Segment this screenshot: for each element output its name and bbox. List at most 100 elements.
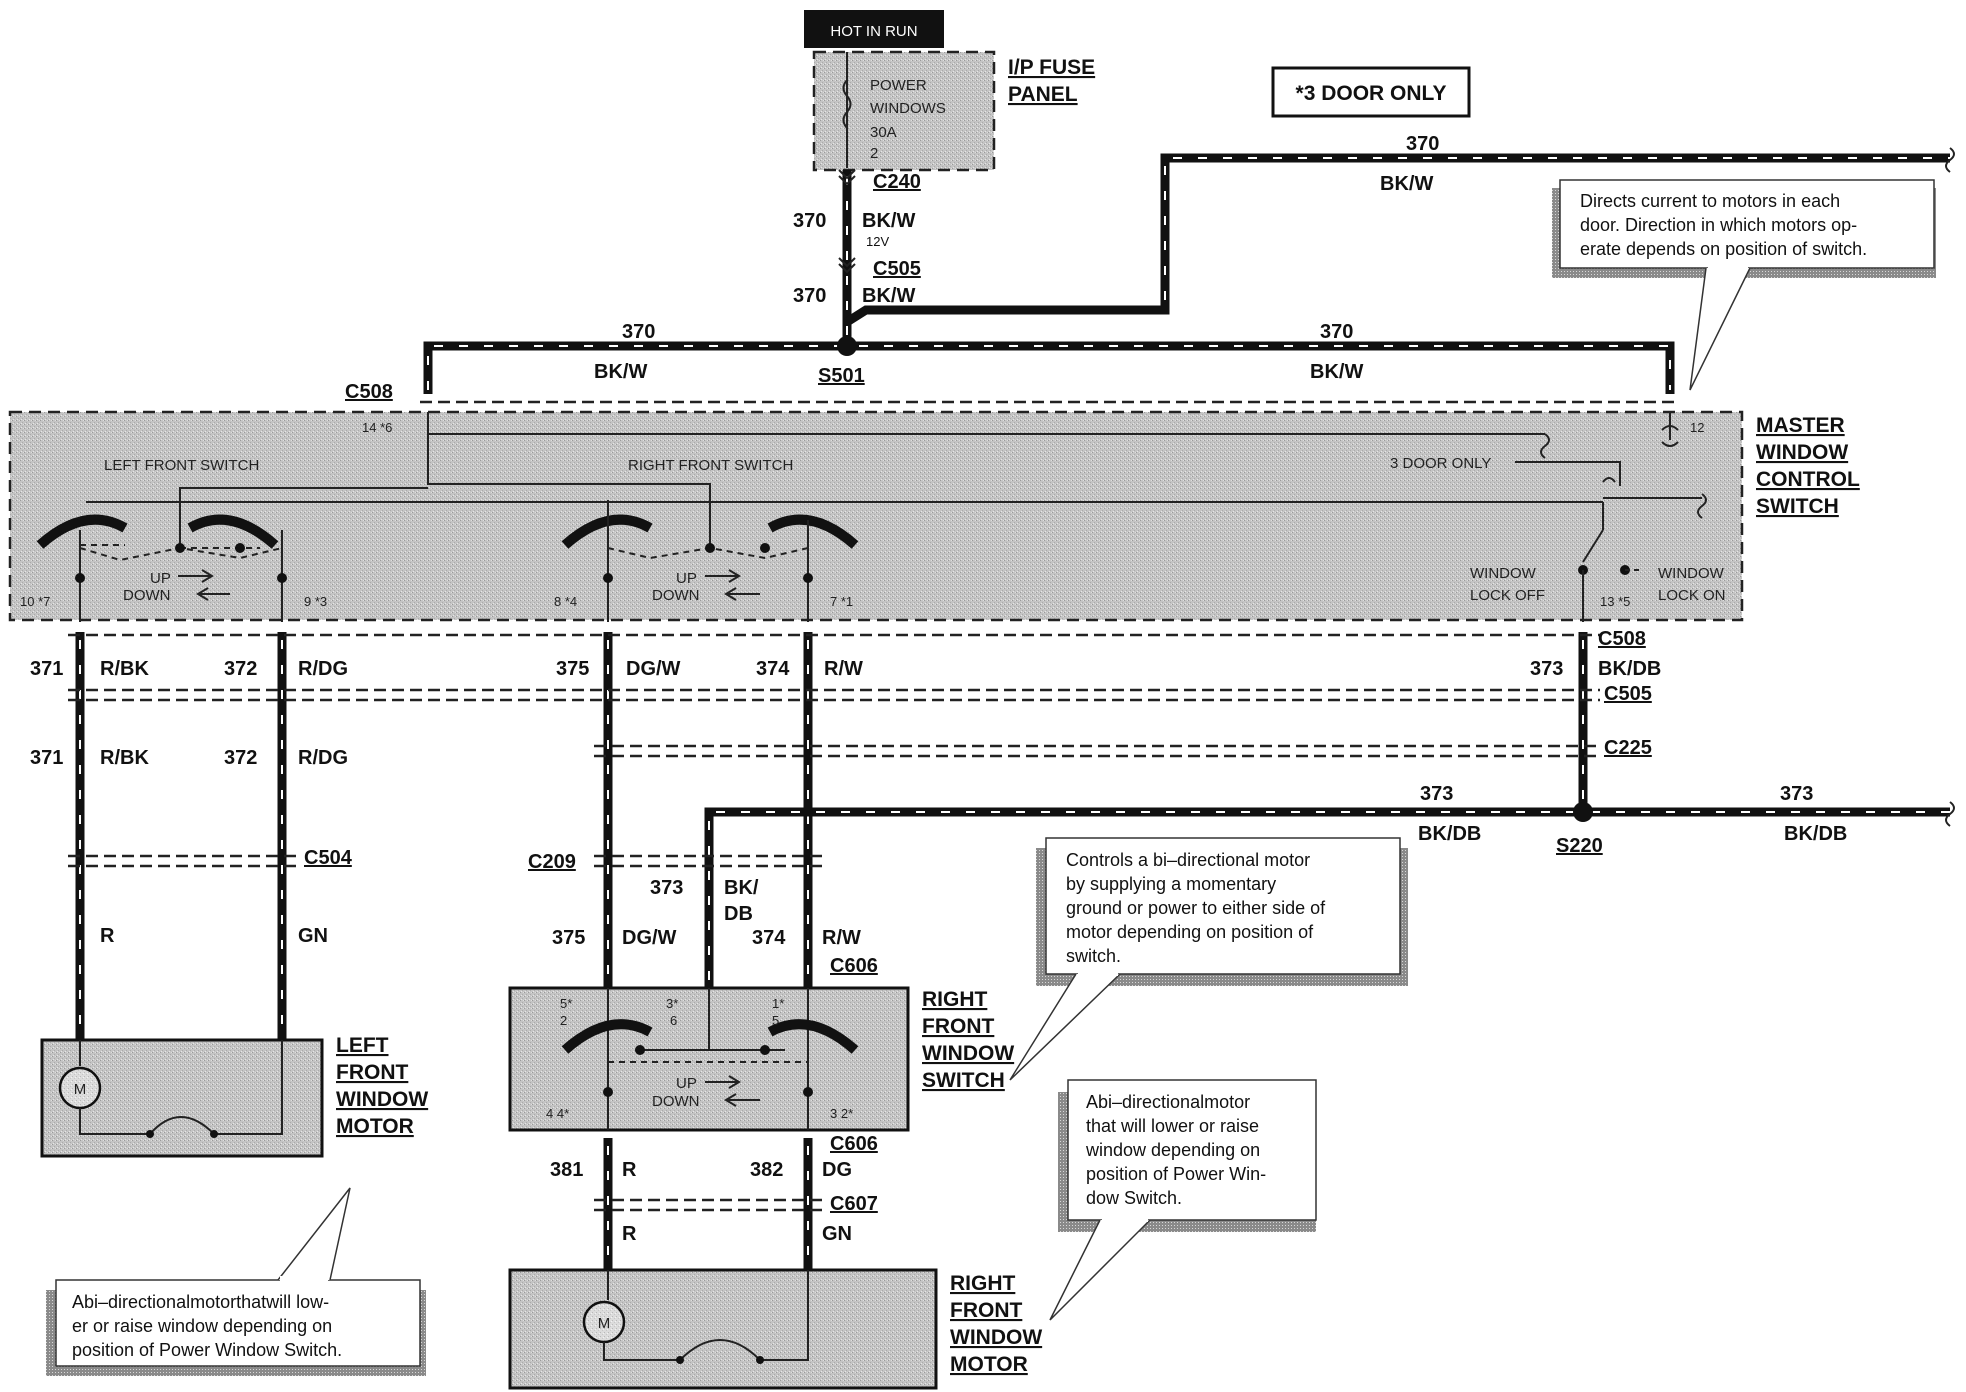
svg-text:er or raise window depending o: er or raise window depending on [72, 1316, 332, 1336]
svg-text:dow Switch.: dow Switch. [1086, 1188, 1182, 1208]
wire-373-label-4: 373 [650, 877, 683, 899]
pin-10: 10 *7 [20, 594, 50, 609]
svg-text:position of Power Win-: position of Power Win- [1086, 1164, 1266, 1184]
right-front-switch-label: RIGHT FRONT SWITCH [628, 457, 793, 474]
c504-label: C504 [304, 847, 353, 869]
lf-motor-title-4: MOTOR [336, 1115, 414, 1138]
bkdb-label-2: BK/DB [1418, 823, 1481, 845]
rf-pin-4: 4 4* [546, 1106, 569, 1121]
s220-splice [1573, 802, 1593, 822]
svg-text:switch.: switch. [1066, 946, 1121, 966]
down-label: DOWN [123, 587, 171, 604]
wire-373-bus [704, 807, 1950, 988]
svg-text:M: M [598, 1315, 611, 1332]
up-label: UP [150, 570, 171, 587]
down-label-2: DOWN [652, 587, 700, 604]
rbk-label: R/BK [100, 658, 149, 680]
directs-note: Directs current to motors in each door. … [1552, 179, 1936, 391]
rf-pin-1: 1* [772, 996, 784, 1011]
rf-pin-3: 3* [666, 996, 678, 1011]
c606-label-2: C606 [830, 1133, 878, 1155]
master-title-3: CONTROL [1756, 468, 1860, 491]
master-title-2: WINDOW [1756, 441, 1848, 464]
svg-text:motor depending on position: motor depending on position of [1066, 922, 1314, 942]
r-label-2: R [622, 1159, 637, 1181]
left-front-window-motor: M [40, 1038, 324, 1158]
svg-text:*3 DOOR ONLY: *3 DOOR ONLY [1296, 82, 1447, 105]
gn-label: GN [298, 925, 328, 947]
rf-pin-5b: 5 [772, 1013, 779, 1028]
wire-372-label: 372 [224, 658, 257, 680]
right-front-window-switch: UP DOWN 5* 2 3* 6 1* 5 4 4* 3 2* [508, 986, 910, 1132]
up-down-arrows-2 [705, 569, 760, 601]
svg-text:by supplying a momentary: by supplying a momentary [1066, 874, 1276, 894]
fuse-panel: POWER WINDOWS 30A 2 [812, 50, 996, 172]
wire-374-label: 374 [756, 658, 790, 680]
rf-motor-title: RIGHT [950, 1272, 1016, 1295]
c508-label: C508 [345, 381, 393, 403]
rf-pin-6: 6 [670, 1013, 677, 1028]
svg-text:position of Power Window Switc: position of Power Window Switch. [72, 1340, 342, 1360]
pin-8: 8 *4 [554, 594, 577, 609]
wire-370-label-5: 370 [1320, 321, 1353, 343]
pin-12: 12 [1690, 420, 1704, 435]
db-label: DB [724, 903, 753, 925]
rf-motor-title-3: WINDOW [950, 1326, 1042, 1349]
bkw-label-2: BK/W [862, 285, 915, 307]
door-note-box: *3 DOOR ONLY [1271, 66, 1471, 118]
svg-text:Directs current to motors in e: Directs current to motors in each [1580, 191, 1840, 211]
pin-9: 9 *3 [304, 594, 327, 609]
wire-371-label: 371 [30, 658, 63, 680]
c607-label: C607 [830, 1193, 878, 1215]
rf-pin-5: 5* [560, 996, 572, 1011]
rdg-label: R/DG [298, 658, 348, 680]
rf-up-label: UP [676, 1075, 697, 1092]
c209-label: C209 [528, 851, 576, 873]
svg-text:Abi–directionalmotorthatwill l: Abi–directionalmotorthatwill low- [72, 1292, 329, 1312]
wire-370-3door [844, 153, 1950, 326]
controls-note: Controls a bi–directional motor by suppl… [1009, 837, 1408, 1081]
s501-label: S501 [818, 365, 865, 387]
rw-label: R/W [824, 658, 863, 680]
svg-text:Abi–directionalmotor: Abi–directionalmotor [1086, 1092, 1250, 1112]
svg-text:POWER: POWER [870, 77, 927, 94]
c240-connector-mark [838, 169, 856, 186]
lf-motor-title-2: FRONT [336, 1061, 408, 1084]
wire-373-label-3: 373 [1780, 783, 1813, 805]
rdg-label-2: R/DG [298, 747, 348, 769]
lf-motor-title-3: WINDOW [336, 1088, 428, 1111]
rf-pin-3-2: 3 2* [830, 1106, 853, 1121]
wire-375-label: 375 [556, 658, 589, 680]
s501-splice [837, 336, 857, 356]
c505-label: C505 [873, 258, 921, 280]
bkw-label: BK/W [862, 210, 915, 232]
rf-switch-title: RIGHT [922, 988, 988, 1011]
s220-label: S220 [1556, 835, 1603, 857]
wire-370-label-3: 370 [1406, 133, 1439, 155]
lock-off-label: WINDOW [1470, 565, 1537, 582]
lock-on-label-2: LOCK ON [1658, 587, 1726, 604]
c606-label: C606 [830, 955, 878, 977]
svg-text:window depending on: window depending on [1085, 1140, 1260, 1160]
dgw-label: DG/W [626, 658, 681, 680]
bkdb-label-3: BK/DB [1784, 823, 1847, 845]
rf-motor-title-4: MOTOR [950, 1353, 1028, 1376]
wire-375-label-2: 375 [552, 927, 585, 949]
fuse-panel-title: I/P FUSE [1008, 56, 1095, 79]
up-down-arrows [178, 569, 230, 601]
fuse-panel-title-2: PANEL [1008, 83, 1078, 106]
svg-text:ground or power to either side: ground or power to either side of [1066, 898, 1326, 918]
c508-label-2: C508 [1598, 628, 1646, 650]
svg-text:WINDOWS: WINDOWS [870, 100, 946, 117]
c240-label: C240 [873, 171, 921, 193]
wire-382-label: 382 [750, 1159, 783, 1181]
bkw-label-3: BK/W [1380, 173, 1433, 195]
master-title: MASTER [1756, 414, 1845, 437]
c505-connector-mark [838, 257, 856, 274]
rf-switch-title-3: WINDOW [922, 1042, 1014, 1065]
pin-13: 13 *5 [1600, 594, 1630, 609]
rf-switch-title-2: FRONT [922, 1015, 994, 1038]
svg-text:door. Direction in which motor: door. Direction in which motors op- [1580, 215, 1857, 235]
svg-text:30A: 30A [870, 124, 897, 141]
